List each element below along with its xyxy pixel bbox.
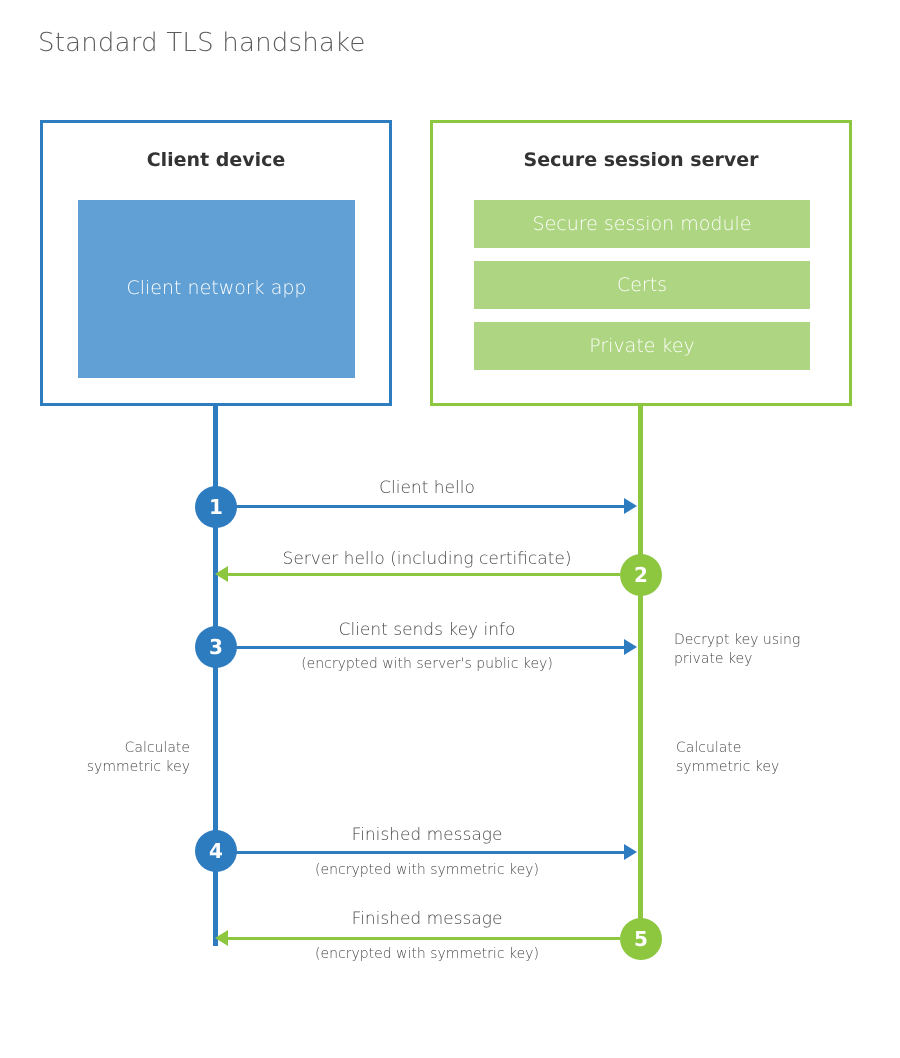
server-calculate-symmetric-key-note: Calculate symmetric key [676, 740, 780, 775]
client-device-title: Client device [146, 149, 286, 171]
step-5-label: Finished message [351, 909, 503, 929]
step-5-sublabel: (encrypted with symmetric key) [315, 946, 539, 962]
step-4-label: Finished message [351, 825, 503, 845]
server-lifeline [638, 403, 643, 939]
step-2-arrow-line [228, 573, 620, 576]
step-3-badge[interactable]: 3 [195, 626, 237, 668]
client-device-box: Client device Client network app [40, 120, 392, 406]
step-1-label: Client hello [379, 478, 475, 498]
step-1-arrow-line [216, 505, 624, 508]
secure-session-server-box: Secure session server Secure session mod… [430, 120, 852, 406]
step-2-label: Server hello (including certificate) [282, 549, 572, 569]
step-4-sublabel: (encrypted with symmetric key) [315, 862, 539, 878]
client-lifeline [213, 403, 218, 946]
step-1-badge[interactable]: 1 [195, 486, 237, 528]
secure-session-server-title: Secure session server [523, 149, 759, 171]
step-4-badge[interactable]: 4 [195, 830, 237, 872]
step-3-sublabel: (encrypted with server's public key) [301, 656, 553, 672]
server-block-certs: Certs [474, 261, 810, 309]
step-4-arrow-line [216, 851, 624, 854]
step-2-badge[interactable]: 2 [620, 554, 662, 596]
step-1-arrowhead-icon [624, 498, 637, 514]
client-network-app-block: Client network app [78, 200, 355, 378]
step-3-arrowhead-icon [624, 639, 637, 655]
client-calculate-symmetric-key-note: Calculate symmetric key [86, 740, 190, 775]
server-decrypt-key-note: Decrypt key using private key [674, 632, 801, 667]
server-block-private-key: Private key [474, 322, 810, 370]
server-block-secure-session-module: Secure session module [474, 200, 810, 248]
step-5-arrow-line [228, 937, 620, 940]
step-2-arrowhead-icon [215, 566, 228, 582]
step-5-badge[interactable]: 5 [620, 918, 662, 960]
step-5-arrowhead-icon [215, 930, 228, 946]
step-4-arrowhead-icon [624, 844, 637, 860]
step-3-arrow-line [216, 646, 624, 649]
page-title: Standard TLS handshake [38, 28, 366, 58]
step-3-label: Client sends key info [338, 620, 516, 640]
